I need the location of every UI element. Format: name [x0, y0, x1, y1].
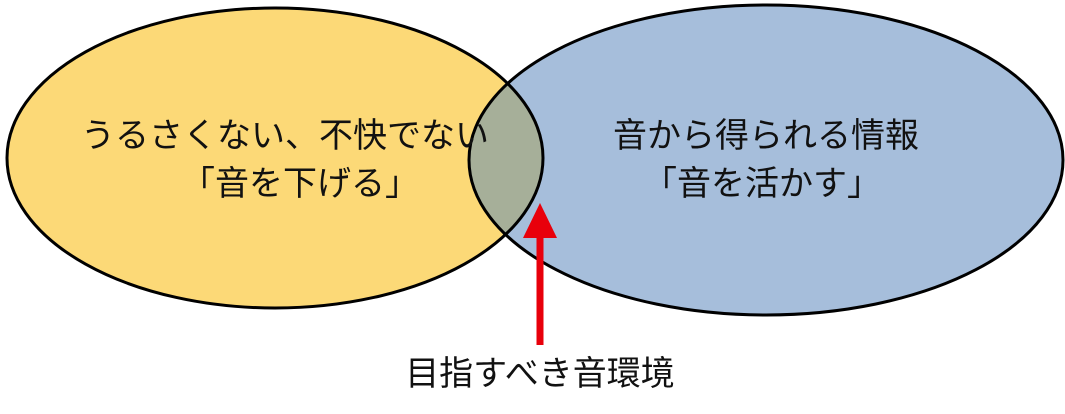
left-ellipse-outline: [5, 6, 545, 310]
caption-target-sound-environment: 目指すべき音環境: [405, 354, 675, 394]
left-line2: 「音を下げる」: [181, 164, 419, 204]
left-line1: うるさくない、不快でない: [81, 116, 489, 156]
right-line1: 音から得られる情報: [613, 116, 919, 156]
right-line2: 「音を活かす」: [643, 164, 881, 204]
right-ellipse-outline: [467, 3, 1065, 317]
left-ellipse: [7, 8, 543, 308]
right-ellipse: [469, 5, 1063, 315]
arrow-head: [523, 203, 557, 238]
